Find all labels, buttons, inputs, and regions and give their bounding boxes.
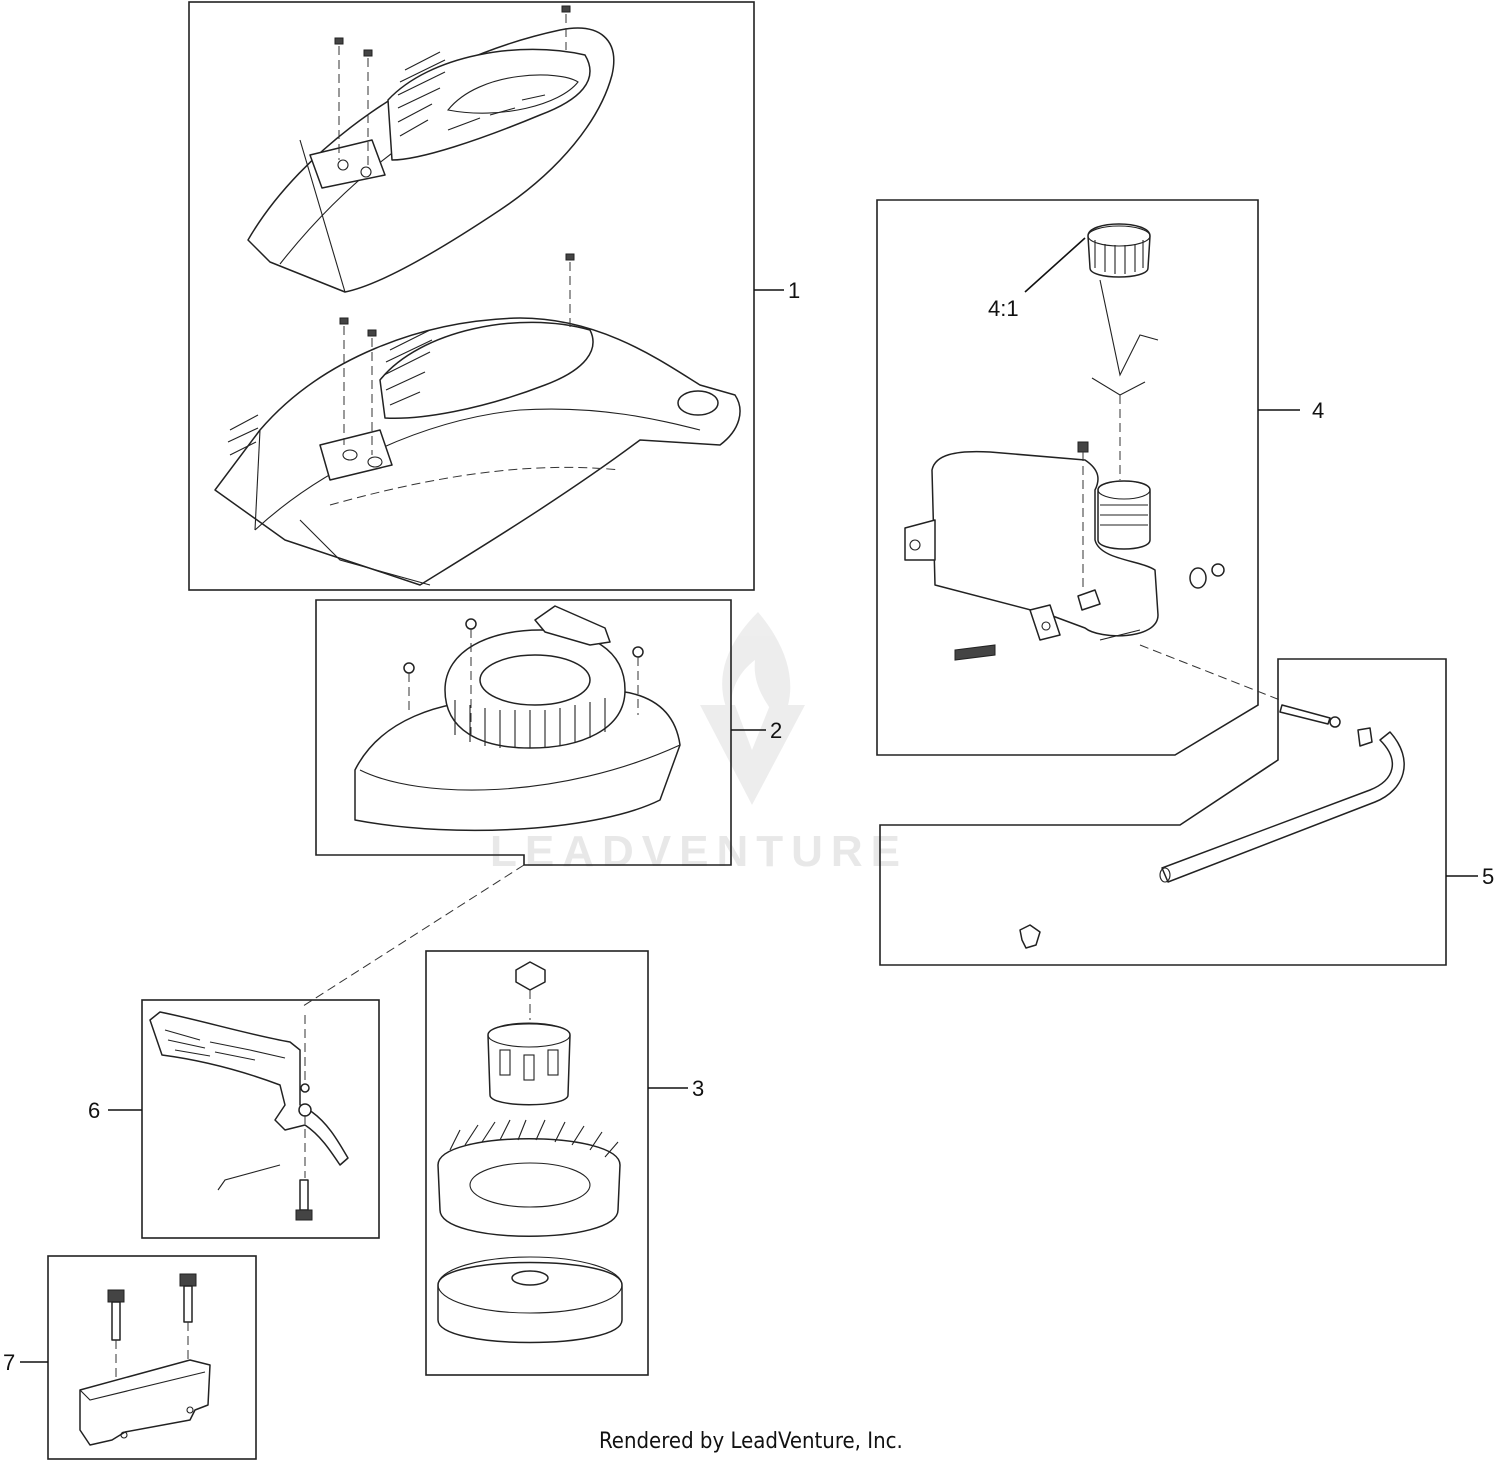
- screws-upper: [334, 5, 571, 168]
- watermark-text: LEADVENTURE: [490, 827, 908, 876]
- callout-5: 5: [1482, 864, 1494, 889]
- flywheel-nut: [515, 961, 546, 991]
- item-3-frame: [425, 950, 649, 1376]
- callout-4: 4: [1312, 398, 1324, 423]
- starter-handle: [534, 605, 611, 646]
- screws-lower: [339, 253, 575, 455]
- item-6-group: 6: [88, 999, 380, 1239]
- housing-screws: [403, 618, 644, 740]
- lower-cover: [214, 317, 741, 586]
- watermark-v-logo: [700, 705, 805, 805]
- callout-1: 1: [788, 278, 800, 303]
- hose-clamp: [1019, 924, 1041, 949]
- callout-3: 3: [692, 1076, 704, 1101]
- callout-4-1: 4:1: [988, 296, 1019, 321]
- connector-2-6: [299, 864, 525, 1009]
- callout-7: 7: [3, 1350, 15, 1375]
- item-3-group: 3: [425, 950, 704, 1376]
- item-1-group: 1: [188, 1, 800, 591]
- flywheel-base: [437, 1261, 623, 1344]
- flywheel-fins: [437, 1138, 621, 1237]
- fuel-hose: [1161, 731, 1405, 883]
- footer-credit: Rendered by LeadVenture, Inc.: [599, 1429, 903, 1454]
- item-4-frame: [876, 199, 1259, 756]
- fuel-cap: [1087, 223, 1151, 278]
- leader-4-1: [1024, 237, 1086, 293]
- upper-cover-vents: [397, 51, 546, 137]
- item-2-group: 2: [315, 599, 782, 866]
- item-4-group: 4:1 4: [876, 199, 1324, 756]
- callout-6: 6: [88, 1098, 100, 1123]
- lower-cover-vents: [227, 329, 433, 456]
- item-1-frame: [188, 1, 755, 591]
- item-6-frame: [141, 999, 380, 1239]
- item-7-frame: [47, 1255, 257, 1460]
- item-5-group: 5: [879, 658, 1494, 966]
- bracket-plate: [79, 1359, 211, 1446]
- starter-cup: [487, 1023, 571, 1106]
- item-7-group: 7: [3, 1255, 257, 1460]
- item-5-frame: [879, 658, 1447, 966]
- control-lever: [149, 1011, 349, 1166]
- watermark: LEADVENTURE: [490, 612, 908, 876]
- callout-2: 2: [770, 718, 782, 743]
- watermark-flame-logo: [722, 612, 791, 725]
